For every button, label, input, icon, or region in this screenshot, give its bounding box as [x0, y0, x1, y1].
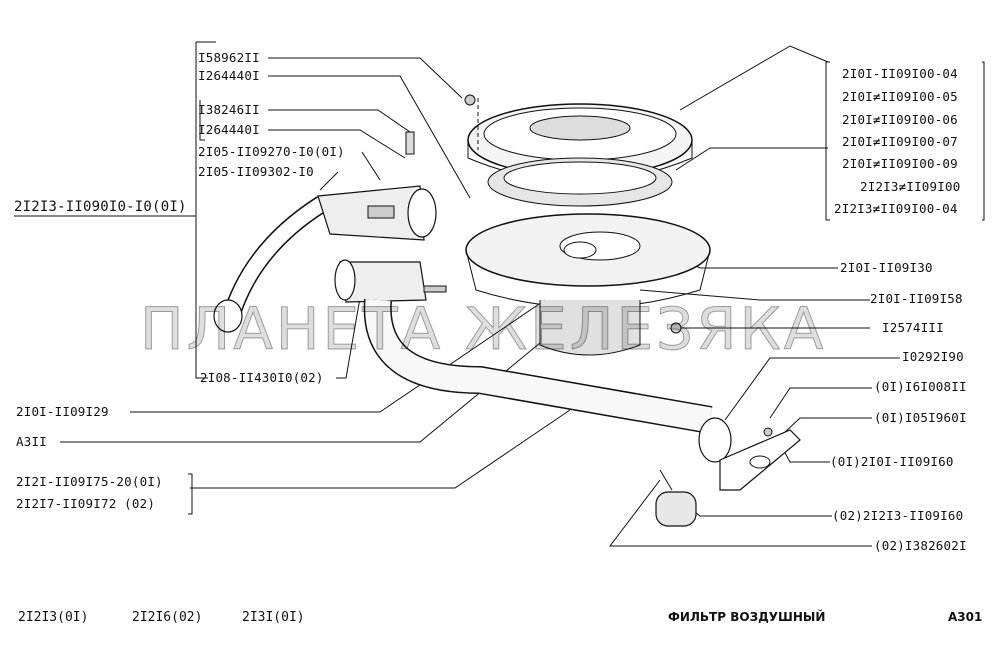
- part-label-r14: (0I)2I0I-II09I60: [830, 454, 954, 469]
- leader-r15: [689, 507, 832, 517]
- leader-r9: [639, 289, 870, 301]
- part-label-2I08-II430I0: 2I08-II430I0(02): [200, 370, 324, 385]
- right-bracket-frame: [825, 61, 830, 221]
- heat-shield-bracket: [719, 429, 801, 491]
- part-label-r10: I2574III: [882, 320, 944, 335]
- nut-bracket: [763, 427, 773, 437]
- part-label-r4: 2I0I≠II09I00-07: [842, 134, 958, 149]
- leader-l9: [130, 299, 546, 413]
- part-label-2I05-II09302: 2I05-II09302-I0: [198, 164, 314, 179]
- temperature-regulator: [317, 185, 437, 241]
- part-label-r2: 2I0I≠II09I00-05: [842, 89, 958, 104]
- left-bracket-frame: [195, 42, 208, 379]
- right-bracket-frame-outer: [982, 61, 985, 221]
- part-label-r5: 2I0I≠II09I00-09: [842, 156, 958, 171]
- leader-l6: [319, 171, 339, 191]
- leader-l11: [190, 409, 571, 489]
- part-label-r8: 2I0I-II09I30: [840, 260, 933, 275]
- part-label-r6: 2I2I3≠II09I00: [860, 179, 961, 194]
- part-label-r9: 2I0I-II09I58: [870, 291, 963, 306]
- footer-code: A301: [948, 610, 983, 624]
- leader-r11: [724, 357, 900, 421]
- part-label-I58962II: I58962II: [198, 50, 260, 65]
- part-label-r7: 2I2I3≠II09I00-04: [834, 201, 958, 216]
- intake-pipe: [213, 196, 329, 333]
- part-label-2I05-II09270: 2I05-II09270-I0(0I): [198, 144, 345, 159]
- part-label-r13: (0I)I05I960I: [874, 410, 967, 425]
- leader-l1: [268, 57, 463, 99]
- leader-l4: [268, 129, 406, 159]
- footer-model-1: 2I2I3(0I): [18, 610, 89, 625]
- hose-clamp: [698, 417, 732, 463]
- part-label-r3: 2I0I≠II09I00-06: [842, 112, 958, 127]
- hose-sleeve: [655, 469, 697, 527]
- leader-l10: [60, 309, 581, 443]
- nut-side: [670, 322, 682, 334]
- leader-l2: [268, 75, 471, 199]
- nut-top: [464, 94, 476, 106]
- leader-r12: [769, 387, 872, 419]
- part-label-2I2I-II09I75: 2I2I-II09I75-20(0I): [16, 474, 163, 489]
- leader-r-top: [679, 45, 829, 111]
- footer-model-2: 2I2I6(02): [132, 610, 203, 625]
- part-label-I264440I: I264440I: [198, 122, 260, 137]
- part-label-r15: (02)2I2I3-II09I60: [832, 508, 964, 523]
- bottom-bracket: [188, 473, 193, 515]
- part-label-r11: I0292I90: [902, 349, 964, 364]
- leader-r13: [784, 417, 872, 433]
- hot-air-hose: [363, 298, 713, 434]
- leader-l3: [268, 109, 411, 133]
- carburetor-base: [539, 300, 641, 356]
- footer-model-3: 2I3I(0I): [242, 610, 305, 625]
- leader-l8: [336, 297, 361, 379]
- footer-title: ФИЛЬТР ВОЗДУШНЫЙ: [668, 610, 826, 624]
- part-label-I264440I-top: I264440I: [198, 68, 260, 83]
- leader-r16: [608, 479, 872, 547]
- part-label-r1: 2I0I-II09I00-04: [842, 66, 958, 81]
- valve-body: [334, 259, 447, 303]
- part-label-2I2I7-II09I72: 2I2I7-II09I72 (02): [16, 496, 156, 511]
- part-label-A3II: A3II: [16, 434, 47, 449]
- filter-housing: [465, 213, 711, 308]
- inner-bracket-frame: [199, 100, 205, 141]
- leader-l5: [361, 151, 381, 181]
- filter-element: [487, 157, 673, 207]
- part-label-r12: (0I)I6I008II: [874, 379, 967, 394]
- filter-cover: [467, 103, 693, 182]
- part-label-2I2I3-II090I0: 2I2I3-II090I0-I0(0I): [14, 199, 187, 215]
- leader-r-mid: [675, 147, 828, 171]
- bolt-top: [405, 131, 415, 155]
- part-label-I38246II: I38246II: [198, 102, 260, 117]
- part-label-r16: (02)I382602I: [874, 538, 967, 553]
- watermark: ПЛАНЕТА ЖЕЛЕЗЯКА: [139, 295, 827, 364]
- part-label-2I0I-II09I29: 2I0I-II09I29: [16, 404, 109, 419]
